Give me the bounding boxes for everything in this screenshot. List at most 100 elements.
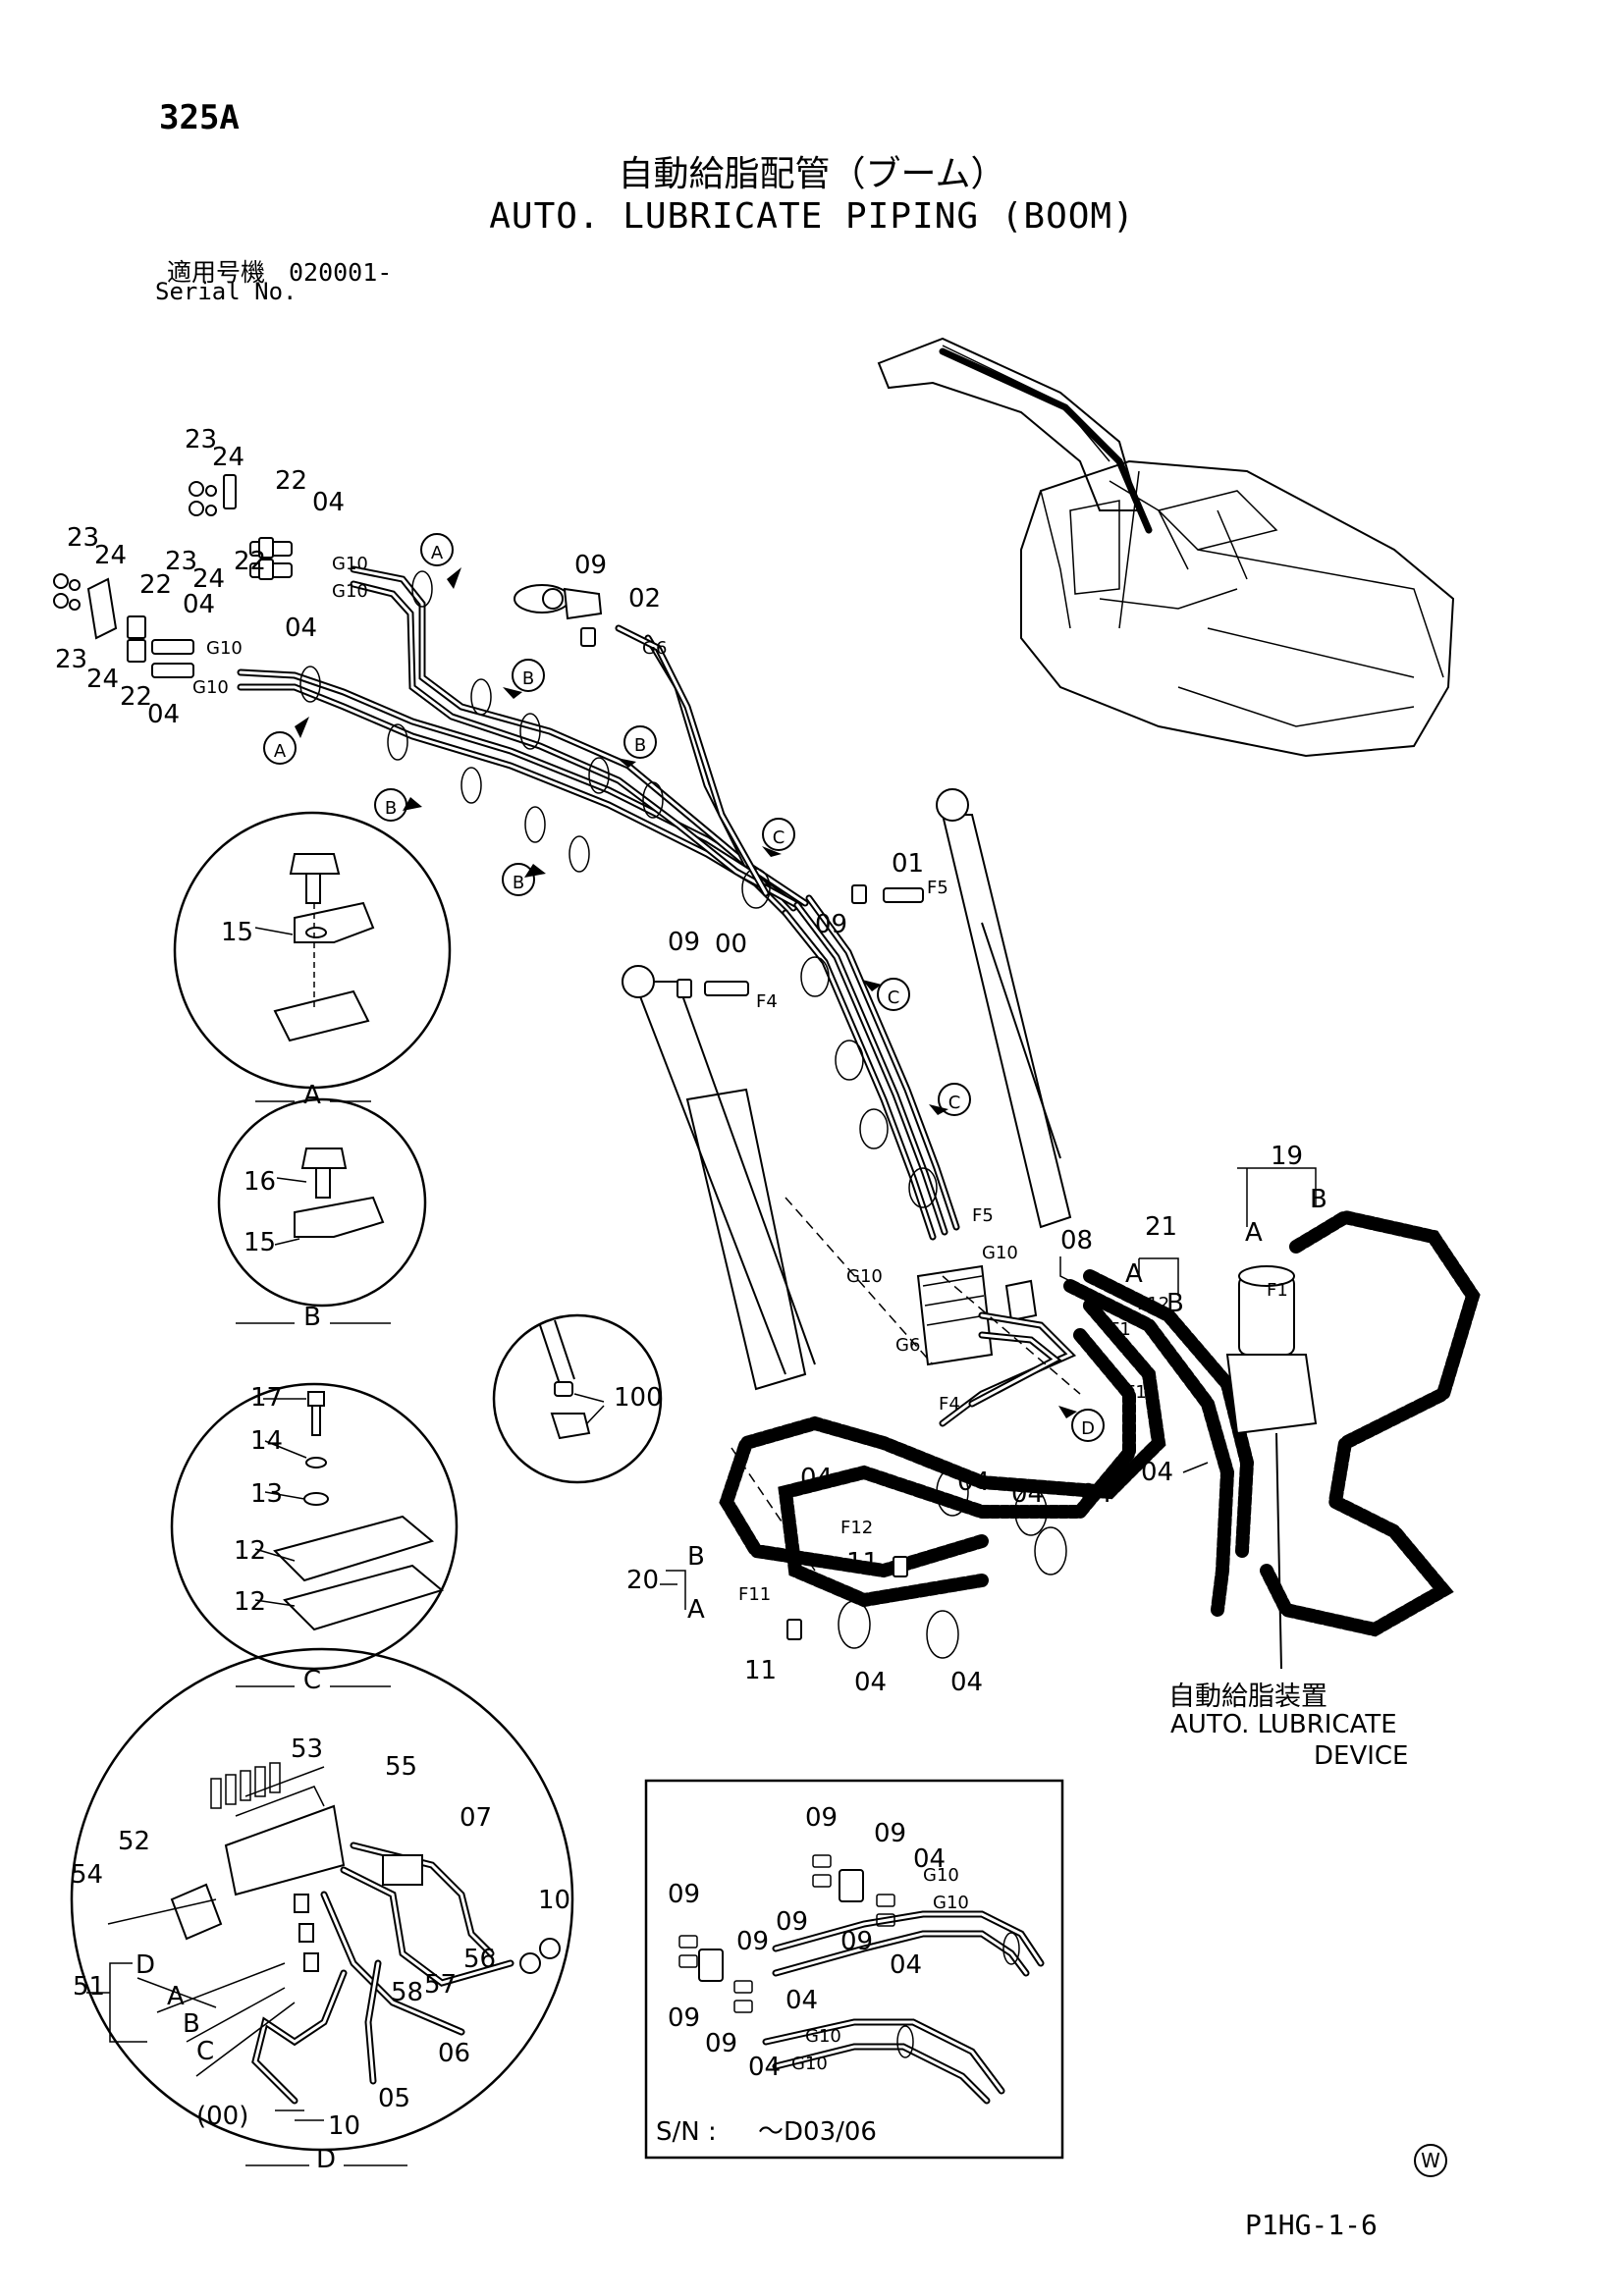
svg-text:04: 04: [785, 1986, 818, 2015]
svg-text:09: 09: [668, 928, 700, 957]
svg-text:09: 09: [776, 1907, 808, 1937]
svg-text:B: B: [183, 2009, 200, 2039]
svg-text:04: 04: [890, 1950, 922, 1980]
svg-text:52: 52: [118, 1827, 150, 1856]
svg-text:54: 54: [71, 1860, 103, 1890]
detail-view-c: [170, 1382, 459, 1671]
svg-text:B: B: [513, 873, 524, 893]
svg-text:24: 24: [212, 443, 244, 472]
svg-text:F1: F1: [1110, 1319, 1131, 1340]
svg-text:G10: G10: [332, 554, 368, 574]
svg-text:D: D: [135, 1950, 155, 1980]
svg-text:09: 09: [840, 1927, 873, 1956]
svg-text:23: 23: [185, 425, 217, 454]
svg-text:F4: F4: [939, 1394, 960, 1415]
svg-text:G10: G10: [933, 1893, 969, 1913]
fitting-tags: G10 G10 G10 G10 G6 F5 F4 F5 G10 G10 G6 F…: [192, 554, 1288, 2074]
svg-text:A: A: [687, 1595, 705, 1625]
svg-text:15: 15: [244, 1228, 276, 1257]
svg-text:B: B: [522, 668, 534, 689]
w-mark-icon: W: [1414, 2144, 1447, 2177]
svg-text:23: 23: [165, 547, 197, 576]
svg-text:14: 14: [250, 1426, 283, 1456]
svg-text:G6: G6: [642, 638, 667, 659]
svg-text:F12: F12: [840, 1518, 873, 1538]
view-label-b: B: [303, 1303, 321, 1332]
svg-text:B: B: [634, 735, 646, 756]
svg-text:B: B: [385, 798, 397, 819]
svg-text:B: B: [1166, 1289, 1184, 1318]
svg-text:B: B: [1310, 1185, 1327, 1214]
svg-text:F5: F5: [927, 878, 948, 898]
leader-lines: [86, 1167, 1317, 2043]
hoses: [719, 1209, 1481, 1670]
svg-text:23: 23: [55, 645, 87, 674]
detail-view-b: [217, 1097, 427, 1308]
svg-text:09: 09: [705, 2029, 737, 2058]
svg-text:56: 56: [463, 1945, 496, 1974]
svg-text:F11: F11: [1125, 1382, 1158, 1403]
svg-text:21: 21: [1145, 1212, 1177, 1242]
svg-text:C: C: [196, 2037, 214, 2066]
svg-text:09: 09: [805, 1803, 838, 1833]
title-japanese: 自動給脂配管（ブーム）: [618, 154, 1006, 194]
svg-text:G10: G10: [982, 1243, 1018, 1263]
svg-text:11: 11: [846, 1548, 879, 1577]
svg-text:05: 05: [378, 2084, 410, 2113]
svg-text:09: 09: [736, 1927, 769, 1956]
detail-view-d: [70, 1647, 574, 2152]
svg-text:24: 24: [192, 564, 225, 594]
svg-text:23: 23: [67, 523, 99, 553]
svg-text:06: 06: [438, 2039, 470, 2068]
boom-piping: [53, 474, 1081, 1572]
view-label-d: D: [316, 2145, 336, 2174]
svg-text:04: 04: [312, 488, 345, 517]
svg-text:A: A: [167, 1982, 185, 2011]
svg-text:D: D: [1081, 1418, 1095, 1439]
svg-text:19: 19: [1271, 1142, 1303, 1171]
title-english: AUTO. LUBRICATE PIPING (BOOM): [489, 196, 1135, 237]
serial-label-japanese: 適用号機: [167, 258, 266, 287]
svg-text:24: 24: [94, 541, 127, 570]
svg-text:04: 04: [957, 1468, 990, 1497]
svg-text:04: 04: [1080, 1479, 1112, 1509]
svg-text:F11: F11: [738, 1584, 771, 1605]
device-label-english-2: DEVICE: [1314, 1741, 1409, 1771]
svg-text:04: 04: [285, 614, 317, 643]
svg-text:G10: G10: [846, 1266, 883, 1287]
svg-text:22: 22: [234, 547, 266, 576]
document-code: P1HG-1-6: [1245, 2209, 1378, 2241]
svg-text:08: 08: [1060, 1226, 1093, 1255]
excavator-overview: [877, 337, 1455, 758]
svg-text:17: 17: [250, 1383, 283, 1413]
svg-text:S/N :: S/N :: [656, 2117, 717, 2147]
svg-text:G10: G10: [332, 581, 368, 602]
svg-text:04: 04: [147, 700, 180, 729]
svg-text:51: 51: [73, 1972, 105, 2002]
svg-text:A: A: [431, 543, 444, 563]
svg-text:G10: G10: [206, 638, 243, 659]
svg-text:09: 09: [668, 1880, 700, 1909]
svg-text:24: 24: [86, 665, 119, 694]
svg-text:(00): (00): [196, 2102, 248, 2131]
svg-text:13: 13: [250, 1479, 283, 1509]
svg-text:04: 04: [913, 1844, 946, 1874]
svg-text:00: 00: [715, 930, 747, 959]
view-markers: A A B B B B C C C D: [263, 533, 1105, 1442]
serial-label-english: Serial No.: [155, 278, 298, 305]
device-label-japanese: 自動給脂装置: [1168, 1682, 1327, 1712]
svg-text:09: 09: [574, 551, 607, 580]
svg-text:F12: F12: [1137, 1294, 1169, 1314]
view-label-a: A: [303, 1081, 321, 1110]
svg-text:57: 57: [424, 1970, 457, 2000]
svg-text:04: 04: [748, 2053, 781, 2082]
page-code: 325A: [159, 98, 240, 137]
svg-text:10: 10: [328, 2111, 360, 2141]
svg-text:G10: G10: [923, 1865, 959, 1886]
detail-view-a: [173, 811, 452, 1090]
svg-text:58: 58: [391, 1978, 423, 2007]
device-label-english-1: AUTO. LUBRICATE: [1170, 1710, 1397, 1739]
svg-text:F1: F1: [1267, 1280, 1288, 1301]
svg-text:A: A: [1245, 1218, 1263, 1248]
